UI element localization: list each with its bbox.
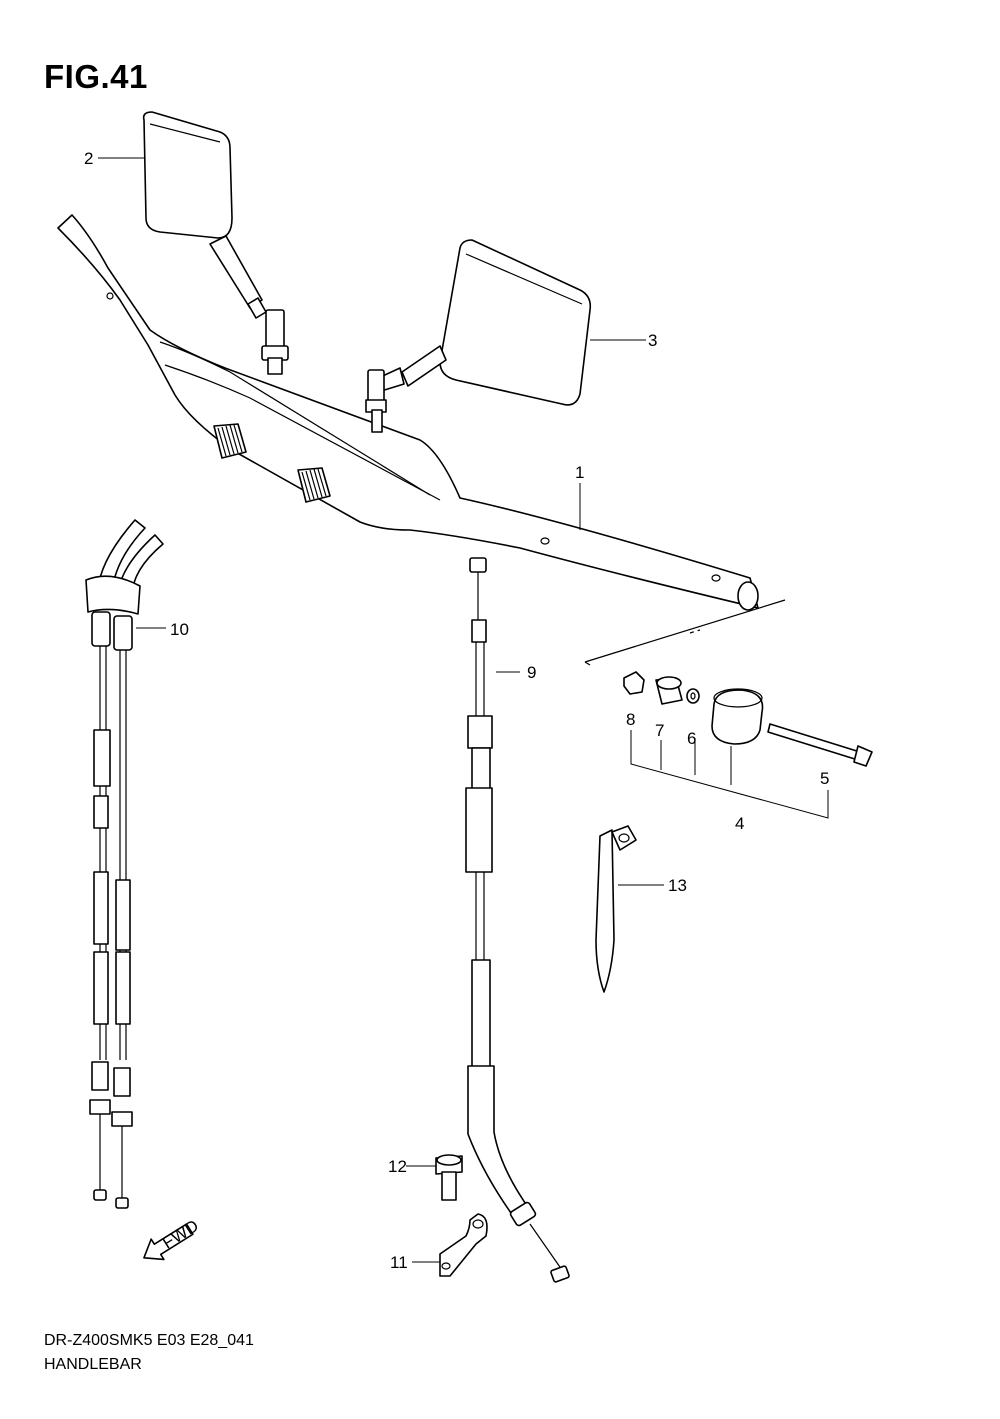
mirror-left-part[interactable]	[142, 111, 289, 375]
callout-13: 13	[668, 876, 687, 895]
nut-part[interactable]	[623, 671, 645, 695]
clamp-part[interactable]	[439, 1213, 488, 1277]
callout-11: 11	[390, 1253, 408, 1272]
washer-part[interactable]	[686, 688, 700, 704]
callout-3: 3	[648, 331, 657, 350]
leader-lines	[98, 157, 664, 1263]
callout-12: 12	[388, 1157, 407, 1176]
model-code: DR-Z400SMK5 E03 E28_041	[44, 1332, 254, 1349]
callout-8: 8	[626, 710, 635, 729]
callout-9: 9	[527, 663, 536, 682]
mirror-right-part[interactable]	[365, 239, 592, 433]
balancer-weight-part[interactable]	[711, 688, 764, 745]
callout-2: 2	[84, 149, 93, 168]
figure-title: FIG.41	[44, 58, 148, 95]
callout-4: 4	[735, 814, 744, 833]
callout-6: 6	[687, 729, 696, 748]
tie-strap-part[interactable]	[595, 825, 637, 993]
knurl-band-left	[213, 423, 247, 459]
callout-5: 5	[820, 769, 829, 788]
callout-numbers: 1 2 3 4 5 6 7 8 9 10 11 12 13	[84, 149, 829, 1272]
clutch-cable-part[interactable]	[465, 557, 570, 1283]
callout-7: 7	[655, 721, 664, 740]
fwd-arrow-icon: FWD	[143, 1216, 202, 1261]
spacer-part[interactable]	[655, 676, 683, 705]
fwd-label: FWD	[159, 1216, 202, 1253]
callout-1: 1	[575, 463, 584, 482]
knurl-band-right	[297, 467, 331, 503]
callout-10: 10	[170, 620, 189, 639]
handlebar-part[interactable]	[57, 214, 759, 611]
screw-part[interactable]	[767, 723, 873, 767]
section-name: HANDLEBAR	[44, 1356, 142, 1373]
bolt-part[interactable]	[435, 1154, 463, 1201]
balancer-assembly	[584, 599, 786, 666]
throttle-cable-part[interactable]	[85, 519, 164, 1209]
